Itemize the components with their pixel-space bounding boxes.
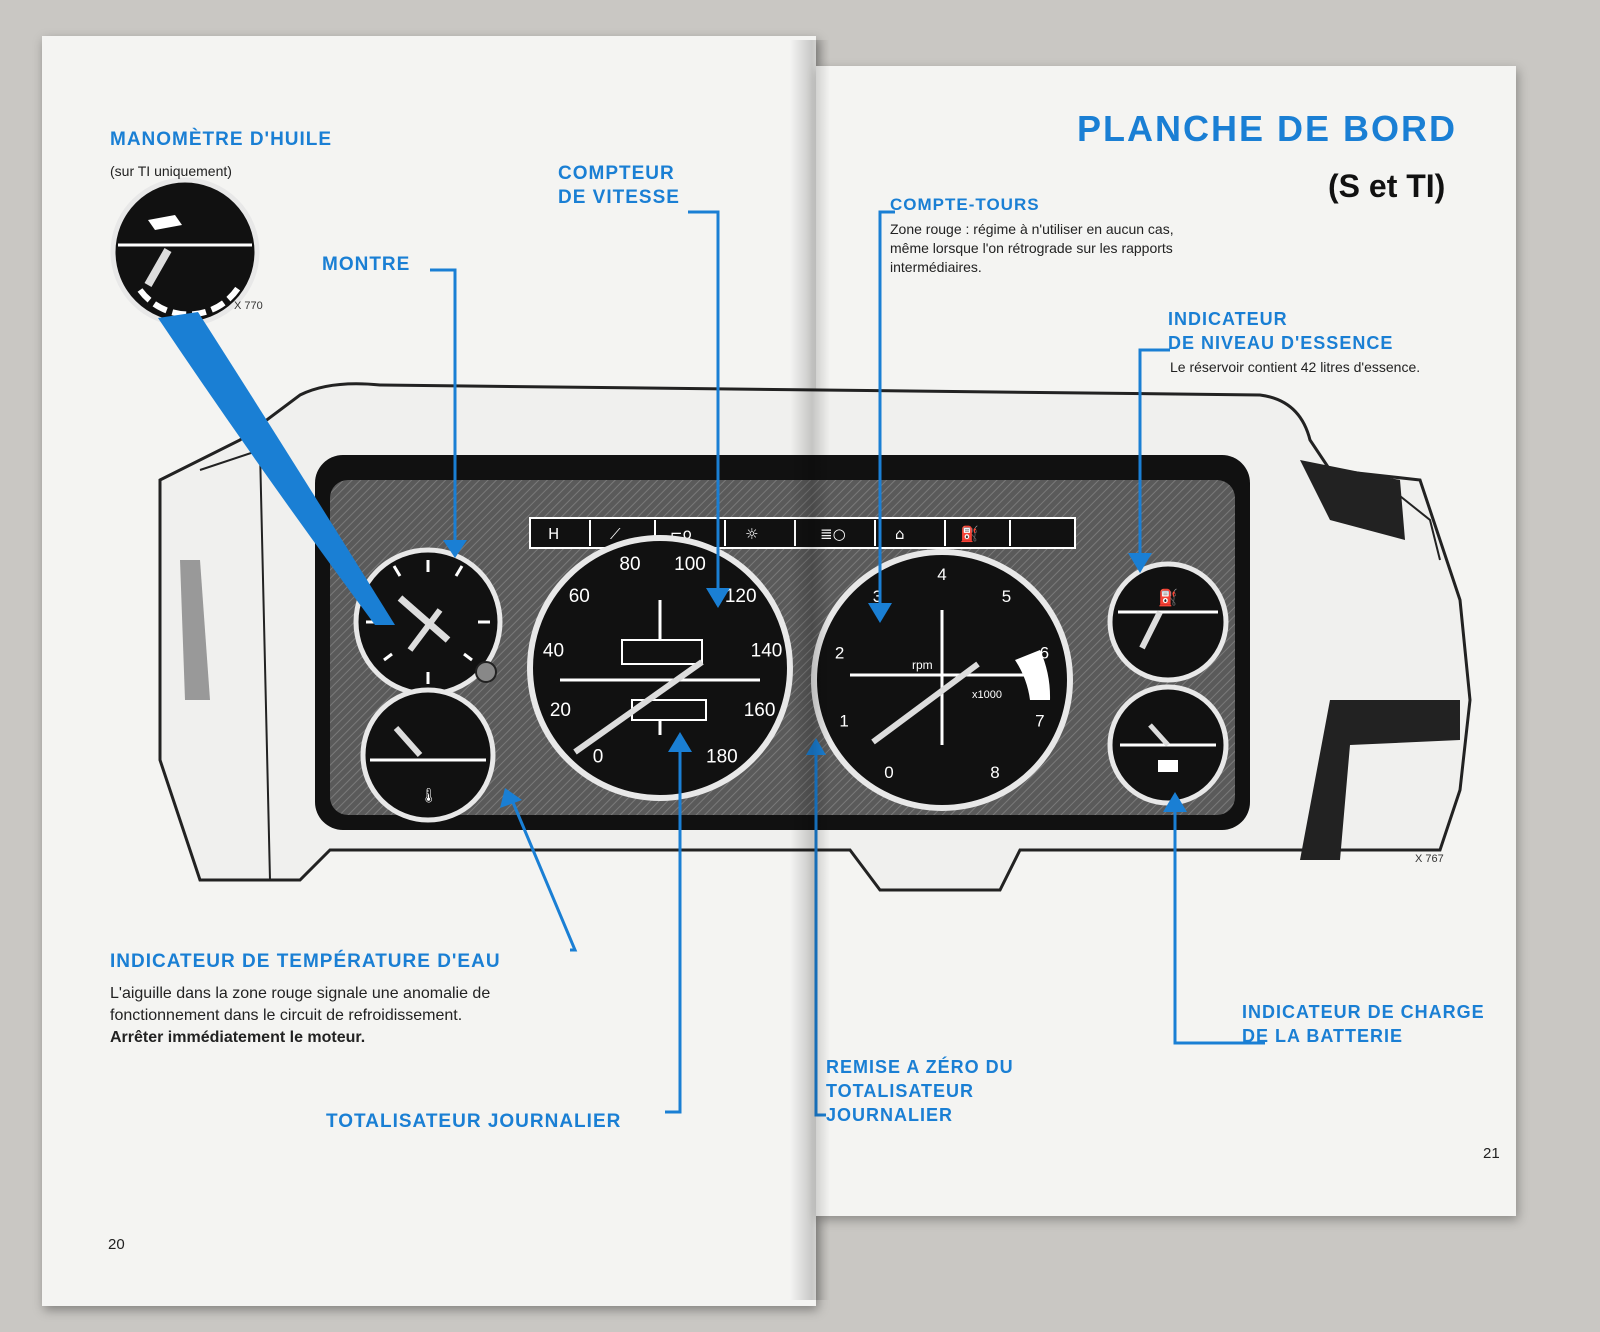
tachometer-tick-7: 7	[1035, 712, 1044, 731]
compte-tours-desc-line-3: intermédiaires.	[890, 259, 982, 275]
tachometer-tick-1: 1	[839, 712, 848, 731]
compte-tours-desc-line-1: Zone rouge : régime à n'utiliser en aucu…	[890, 221, 1174, 237]
leader-arrows	[443, 540, 1187, 812]
batterie-label-line-1: INDICATEUR DE CHARGE	[1242, 1002, 1485, 1022]
tachometer-tick-3: 3	[873, 587, 882, 606]
tachometer-gauge: rpm x1000	[811, 549, 1073, 811]
svg-text:🌡: 🌡	[420, 788, 438, 804]
svg-text:⟋: ⟋	[610, 525, 621, 543]
speedometer-tick-120: 120	[725, 586, 757, 607]
temperature-desc-bold: Arrêter immédiatement le moteur.	[110, 1029, 366, 1046]
svg-text:≣○: ≣○	[820, 525, 846, 543]
manometre-drawing-ref: X 770	[234, 300, 263, 312]
oil-gauge-connector	[158, 312, 395, 625]
remise-label-line-1: REMISE A ZÉRO DU	[826, 1057, 1014, 1077]
tachometer-tick-2: 2	[835, 644, 844, 663]
manometre-label: MANOMÈTRE D'HUILE	[110, 129, 333, 150]
compte-tours-desc-line-2: même lorsque l'on rétrograde sur les rap…	[890, 240, 1173, 256]
totalisateur-label: TOTALISATEUR JOURNALIER	[326, 1111, 622, 1132]
speedometer-gauge	[527, 535, 793, 801]
speedometer-tick-160: 160	[744, 700, 776, 721]
svg-text:⛽: ⛽	[960, 525, 979, 543]
temperature-label: INDICATEUR DE TEMPÉRATURE D'EAU	[110, 951, 501, 972]
speedometer-tick-180: 180	[706, 747, 738, 768]
tachometer-tick-6: 6	[1040, 644, 1049, 663]
svg-text:H: H	[548, 525, 559, 543]
leader-lines	[430, 210, 1265, 1117]
tachometer-tick-5: 5	[1002, 587, 1011, 606]
page-title: PLANCHE DE BORD	[1077, 108, 1458, 149]
page-subtitle: (S et TI)	[1328, 168, 1446, 204]
essence-label-line-1: INDICATEUR	[1168, 309, 1288, 329]
svg-text:⛽: ⛽	[1158, 588, 1178, 607]
speedometer-tick-20: 20	[550, 700, 571, 721]
temperature-gauge: 🌡	[360, 687, 496, 823]
temperature-desc-line-1: L'aiguille dans la zone rouge signale un…	[110, 985, 491, 1002]
tachometer-tick-0: 0	[884, 763, 893, 782]
essence-desc: Le réservoir contient 42 litres d'essenc…	[1170, 359, 1421, 375]
tachometer-tick-4: 4	[937, 565, 946, 584]
remise-label-line-3: JOURNALIER	[826, 1105, 954, 1125]
battery-gauge	[1107, 684, 1229, 806]
tachometer-tick-labels: 0 1 2 3 4 5 6 7 8	[835, 565, 1049, 782]
speedometer-tick-40: 40	[543, 640, 564, 661]
remise-label-line-2: TOTALISATEUR	[826, 1081, 974, 1101]
speedometer-tick-100: 100	[674, 554, 706, 575]
speedometer-tick-140: 140	[751, 640, 783, 661]
essence-label-line-2: DE NIVEAU D'ESSENCE	[1168, 333, 1394, 353]
clock-reset-knob	[475, 661, 497, 683]
fuel-gauge: ⛽	[1107, 561, 1229, 683]
tachometer-multiplier: x1000	[972, 689, 1002, 701]
oil-pressure-gauge-inset	[110, 177, 260, 327]
svg-text:⌂: ⌂	[895, 525, 905, 543]
montre-label: MONTRE	[322, 254, 411, 275]
compteur-label-line-2: DE VITESSE	[558, 187, 680, 208]
clock-gauge	[353, 547, 503, 697]
left-page-number: 20	[108, 1236, 125, 1253]
manometre-note: (sur TI uniquement)	[110, 163, 232, 179]
speedometer-tick-labels: 0 20 40 60 80 100 120 140 160 180	[543, 554, 782, 767]
speedometer-tick-80: 80	[619, 554, 640, 575]
compte-tours-label: COMPTE-TOURS	[890, 195, 1040, 214]
temperature-desc-line-2: fonctionnement dans le circuit de refroi…	[110, 1007, 463, 1024]
speedometer-tick-0: 0	[593, 747, 604, 768]
tachometer-tick-8: 8	[990, 763, 999, 782]
speedometer-tick-60: 60	[569, 586, 590, 607]
svg-text:☼: ☼	[745, 525, 758, 543]
tachometer-unit: rpm	[912, 658, 933, 672]
compteur-label-line-1: COMPTEUR	[558, 163, 675, 184]
right-page-number: 21	[1483, 1145, 1500, 1162]
batterie-label-line-2: DE LA BATTERIE	[1242, 1026, 1403, 1046]
dashboard-drawing-ref: X 767	[1415, 853, 1444, 865]
